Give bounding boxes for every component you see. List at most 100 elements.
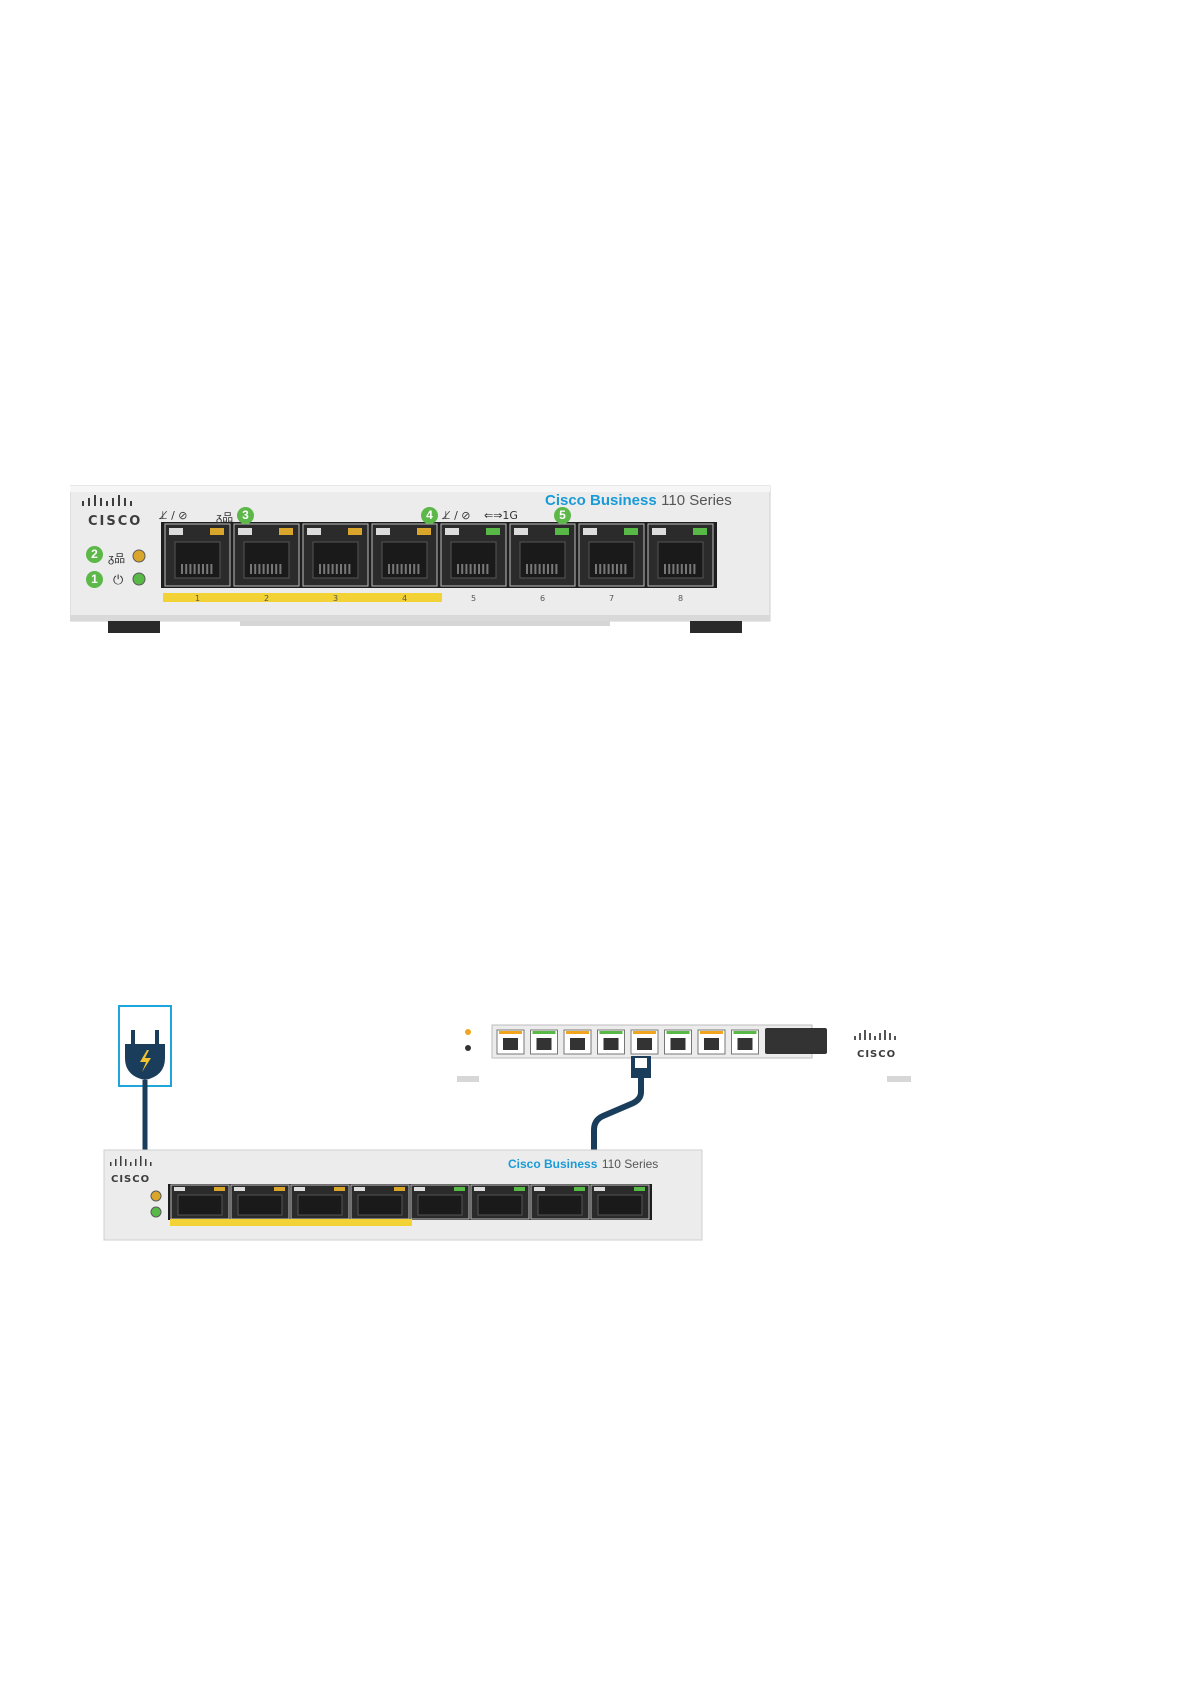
port-pin (323, 564, 325, 574)
small-port-led (454, 1187, 465, 1191)
port-pin (327, 564, 329, 574)
port-pin (250, 564, 252, 574)
port-pin (417, 564, 419, 574)
port-pin (620, 564, 622, 574)
right-foot (690, 621, 742, 633)
port-led-link-2 (238, 528, 252, 535)
port-pin (263, 564, 265, 574)
port-pin (181, 564, 183, 574)
port-pin (664, 564, 666, 574)
small-port-led (354, 1187, 365, 1191)
port-led-status-7 (624, 528, 638, 535)
small-port-led (634, 1187, 645, 1191)
router-port-led (667, 1031, 690, 1034)
port-led-link-5 (445, 528, 459, 535)
port-number-2: 2 (232, 594, 301, 603)
small-port-led (534, 1187, 545, 1191)
port-pin (608, 564, 610, 574)
port-pin (340, 564, 342, 574)
port-pin (551, 564, 553, 574)
series-name: 110 Series (661, 492, 732, 509)
port-pin (486, 564, 488, 574)
router-port-led (533, 1031, 556, 1034)
port-led-link-4 (376, 528, 390, 535)
port-led-status-4 (417, 528, 431, 535)
port-number-8: 8 (646, 594, 715, 603)
poe-status-icon-2: ⊥̸ / ⊘ (441, 509, 471, 522)
port-pin (534, 564, 536, 574)
port-pin (543, 564, 545, 574)
port-pin (279, 564, 281, 574)
port-pin (344, 564, 346, 574)
port-led-link-1 (169, 528, 183, 535)
port-pin (405, 564, 407, 574)
port-pin (539, 564, 541, 574)
port-number-7: 7 (577, 594, 646, 603)
router-port-led (734, 1031, 757, 1034)
small-port-jack (418, 1195, 462, 1215)
port-pin (413, 564, 415, 574)
router-port-jack (738, 1038, 753, 1050)
port-pin (685, 564, 687, 574)
router-port-led (499, 1031, 522, 1034)
port-pin (392, 564, 394, 574)
port-led-link-6 (514, 528, 528, 535)
left-foot (108, 621, 160, 633)
port-pin (677, 564, 679, 574)
port-number-6: 6 (508, 594, 577, 603)
port-led-link-7 (583, 528, 597, 535)
router-cisco-logo (854, 1030, 896, 1040)
port-pin (332, 564, 334, 574)
port-pin (409, 564, 411, 574)
small-port-jack (598, 1195, 642, 1215)
network-icon: ᵹ品 (216, 509, 233, 525)
port-number-1: 1 (163, 594, 232, 603)
port-pin (275, 564, 277, 574)
router-port-jack (671, 1038, 686, 1050)
small-port-jack (538, 1195, 582, 1215)
router-port-jack (570, 1038, 585, 1050)
port-pin (465, 564, 467, 574)
callout-1: 1 (86, 571, 103, 588)
port-led-status-1 (210, 528, 224, 535)
port-pin (401, 564, 403, 574)
small-port-led (274, 1187, 285, 1191)
port-led-link-8 (652, 528, 666, 535)
small-port-led (574, 1187, 585, 1191)
port-pin (336, 564, 338, 574)
small-port-jack (298, 1195, 342, 1215)
port-led-status-3 (348, 528, 362, 535)
port-led-status-6 (555, 528, 569, 535)
small-port-led (474, 1187, 485, 1191)
small-port-led (334, 1187, 345, 1191)
port-pin (595, 564, 597, 574)
port-pin (530, 564, 532, 574)
port-group (161, 522, 717, 588)
router-port-jack (537, 1038, 552, 1050)
port-pin (267, 564, 269, 574)
port-pin (189, 564, 191, 574)
port-pin (668, 564, 670, 574)
port-pin (388, 564, 390, 574)
port-pin (396, 564, 398, 574)
callout-5: 5 (554, 507, 571, 524)
callout-2: 2 (86, 546, 103, 563)
small-port-led (174, 1187, 185, 1191)
router-port-jack (704, 1038, 719, 1050)
port-led-link-3 (307, 528, 321, 535)
router-port-jack (503, 1038, 518, 1050)
port-pin (474, 564, 476, 574)
port-pin (689, 564, 691, 574)
port-led-status-8 (693, 528, 707, 535)
small-brand-label: Cisco Business 110 Series (508, 1155, 658, 1173)
port-pin (547, 564, 549, 574)
router-port-led (600, 1031, 623, 1034)
router-port-led (566, 1031, 589, 1034)
port-pin (526, 564, 528, 574)
small-port-led (514, 1187, 525, 1191)
system-led (133, 550, 145, 562)
small-port-led (394, 1187, 405, 1191)
port-pin (599, 564, 601, 574)
port-pin (210, 564, 212, 574)
port-led-status-5 (486, 528, 500, 535)
